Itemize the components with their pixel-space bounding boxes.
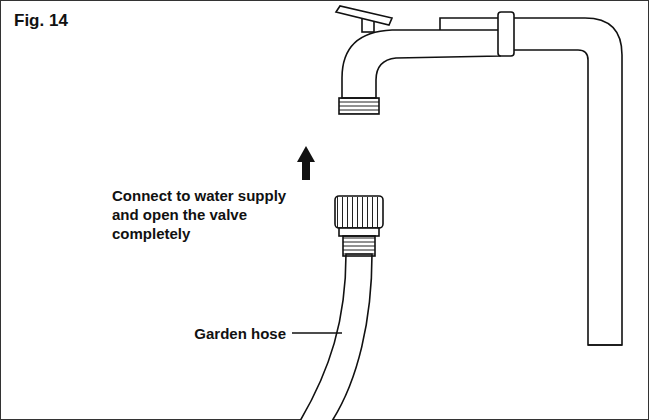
- pipe-collar: [498, 12, 514, 56]
- instruction-text: Connect to water supply and open the val…: [112, 186, 294, 243]
- figure-title: Fig. 14: [14, 11, 68, 31]
- leader-line: [292, 332, 342, 333]
- spout-thread: [339, 98, 379, 114]
- up-arrow: [302, 160, 310, 180]
- garden-hose: [300, 254, 372, 420]
- coupling-nut: [335, 196, 383, 228]
- faucet-body: [342, 30, 500, 98]
- hose-fitting: [343, 236, 375, 256]
- coupling-ring: [339, 228, 379, 236]
- supply-pipe: [440, 18, 622, 345]
- part-label: Garden hose: [140, 324, 286, 343]
- valve-handle: [336, 6, 392, 25]
- up-arrow-head: [297, 146, 315, 162]
